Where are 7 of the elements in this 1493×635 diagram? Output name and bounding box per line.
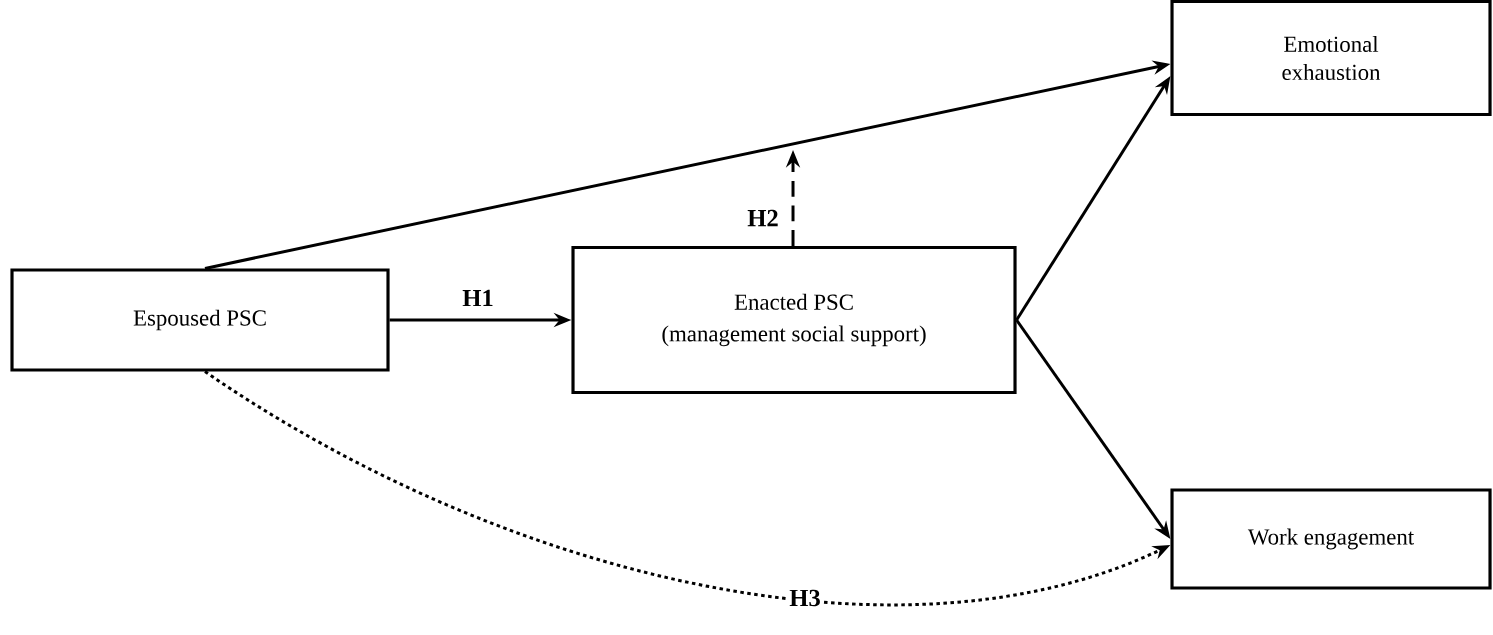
- box: Espoused PSC: [10, 268, 390, 372]
- edge-label: H2: [745, 208, 781, 228]
- edge-label: H3: [787, 588, 823, 609]
- box: Emotional exhaustion: [1170, 0, 1492, 117]
- box: Work engagement: [1170, 488, 1492, 590]
- box: Enacted PSC (management social support): [571, 245, 1017, 395]
- edge-label: H1: [460, 288, 496, 308]
